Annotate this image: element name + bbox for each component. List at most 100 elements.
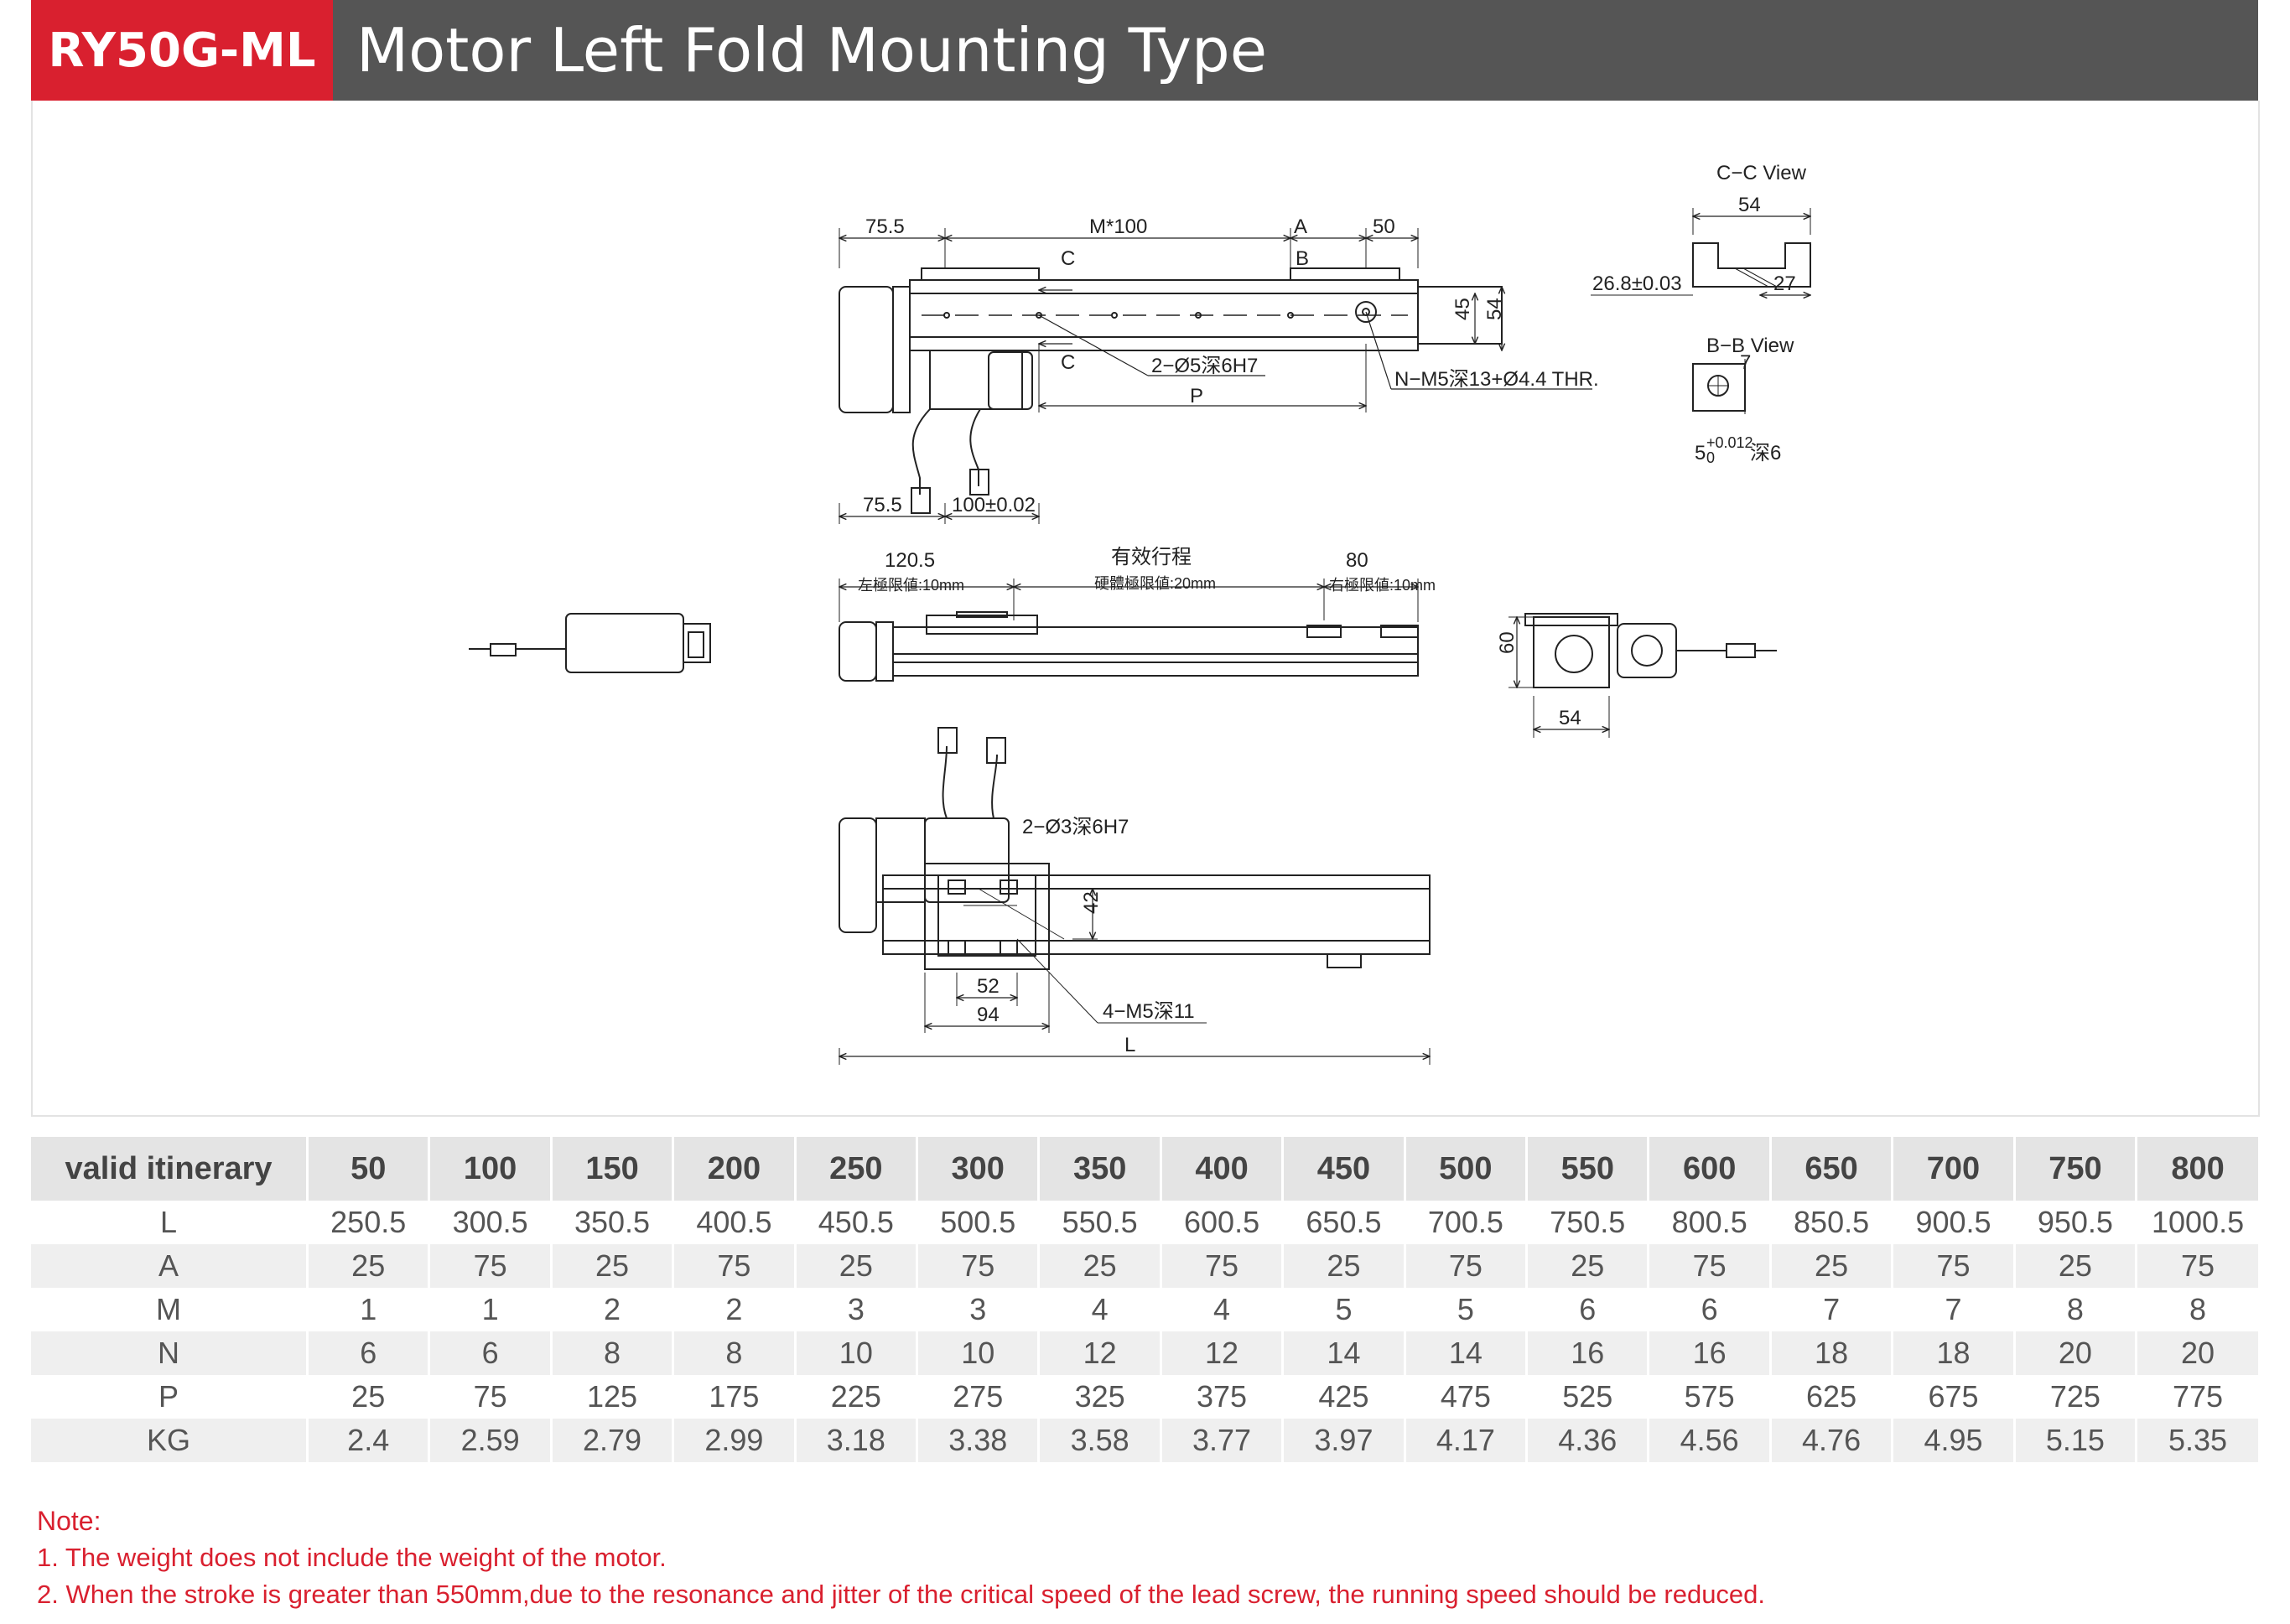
header-stroke: 650 (1768, 1137, 1893, 1201)
bottom-dim-42: 42 (1080, 891, 1103, 914)
bottom-dim-52: 52 (977, 975, 1000, 998)
table-cell: 75 (428, 1244, 552, 1288)
table-cell: 20 (2012, 1331, 2137, 1375)
table-cell: 425 (1281, 1375, 1405, 1419)
bb-dim-hole: 5 (1695, 442, 1706, 464)
table-cell: 12 (1159, 1331, 1283, 1375)
header-stroke: 500 (1403, 1137, 1527, 1201)
table-cell: 2.99 (672, 1419, 796, 1462)
bb-dim-7: 7 (1740, 351, 1751, 374)
table-cell: 25 (1281, 1244, 1405, 1288)
dim-m: M*100 (1089, 215, 1147, 238)
table-cell: 650.5 (1281, 1201, 1405, 1244)
dim-54-top: 54 (1483, 298, 1506, 320)
bottom-dim-l: L (1124, 1034, 1135, 1056)
table-cell: 6 (428, 1331, 552, 1375)
table-cell: 20 (2135, 1331, 2258, 1375)
side-dim-right: 80 (1346, 549, 1368, 572)
header-stroke: 50 (305, 1137, 429, 1201)
table-cell: 16 (1647, 1331, 1771, 1375)
table-cell: 2.59 (428, 1419, 552, 1462)
table-cell: 8 (2135, 1288, 2258, 1331)
page-header: RY50G-ML Motor Left Fold Mounting Type (31, 0, 2258, 101)
table-cell: 3.18 (793, 1419, 917, 1462)
header-stroke: 550 (1525, 1137, 1649, 1201)
table-cell: 5.35 (2135, 1419, 2258, 1462)
table-cell: 475 (1403, 1375, 1527, 1419)
side-view (839, 579, 1418, 682)
table-cell: 950.5 (2012, 1201, 2137, 1244)
table-cell: 8 (549, 1331, 673, 1375)
table-cell: 18 (1891, 1331, 2015, 1375)
table-cell: 12 (1037, 1331, 1161, 1375)
table-cell: 25 (1525, 1244, 1649, 1288)
table-cell: 10 (793, 1331, 917, 1375)
side-dim-stroke: 有效行程 (1111, 546, 1192, 568)
header-stroke: 800 (2135, 1137, 2258, 1201)
table-cell: 250.5 (305, 1201, 429, 1244)
header-label: valid itinerary (31, 1137, 308, 1201)
header-stroke: 100 (428, 1137, 552, 1201)
table-cell: 3 (793, 1288, 917, 1331)
end-view-right (1508, 613, 1777, 738)
table-cell: 800.5 (1647, 1201, 1771, 1244)
table-cell: 25 (549, 1244, 673, 1288)
table-cell: 5 (1281, 1288, 1405, 1331)
table-cell: 725 (2012, 1375, 2137, 1419)
page-title: Motor Left Fold Mounting Type (356, 15, 1268, 86)
bb-tol: +0.012 (1706, 434, 1753, 451)
table-cell: 25 (305, 1375, 429, 1419)
thread-note: N−M5深13+Ø4.4 THR. (1394, 368, 1599, 391)
table-cell: 4.56 (1647, 1419, 1771, 1462)
cc-view-title: C−C View (1716, 162, 1807, 184)
table-cell: 450.5 (793, 1201, 917, 1244)
row-label: L (31, 1201, 308, 1244)
model-badge: RY50G-ML (31, 0, 333, 101)
cc-section-view (1591, 208, 1810, 295)
table-cell: 75 (672, 1244, 796, 1288)
table-cell: 75 (1647, 1244, 1771, 1288)
table-cell: 550.5 (1037, 1201, 1161, 1244)
table-cell: 2.79 (549, 1419, 673, 1462)
section-c2-label: C (1061, 351, 1075, 374)
table-cell: 75 (1403, 1244, 1527, 1288)
header-stroke: 350 (1037, 1137, 1161, 1201)
table-cell: 4.36 (1525, 1419, 1649, 1462)
table-cell: 3.58 (1037, 1419, 1161, 1462)
table-cell: 325 (1037, 1375, 1161, 1419)
table-cell: 700.5 (1403, 1201, 1527, 1244)
section-b-label: B (1296, 247, 1309, 270)
table-cell: 300.5 (428, 1201, 552, 1244)
table-cell: 25 (1768, 1244, 1893, 1288)
note-line: 1. The weight does not include the weigh… (37, 1543, 667, 1572)
header-stroke: 600 (1647, 1137, 1771, 1201)
table-cell: 10 (916, 1331, 1039, 1375)
table-cell: 3.97 (1281, 1419, 1405, 1462)
header-stroke: 700 (1891, 1137, 2015, 1201)
table-cell: 5.15 (2012, 1419, 2137, 1462)
table-cell: 525 (1525, 1375, 1649, 1419)
cc-dim-27: 27 (1773, 272, 1796, 295)
table-cell: 8 (2012, 1288, 2137, 1331)
header-stroke: 200 (672, 1137, 796, 1201)
spec-table: valid itinerary 50 100 150 200 250 300 3… (31, 1137, 2258, 1462)
hard-limit: 硬體極限値:20mm (1094, 575, 1216, 592)
table-cell: 18 (1768, 1331, 1893, 1375)
table-cell: 7 (1768, 1288, 1893, 1331)
table-cell: 775 (2135, 1375, 2258, 1419)
table-cell: 2 (672, 1288, 796, 1331)
bb-view-title: B−B View (1706, 335, 1794, 357)
dim-p: P (1190, 385, 1203, 407)
table-cell: 350.5 (549, 1201, 673, 1244)
table-cell: 3.38 (916, 1419, 1039, 1462)
table-cell: 25 (2012, 1244, 2137, 1288)
table-cell: 5 (1403, 1288, 1527, 1331)
bottom-dim-94: 94 (977, 1004, 1000, 1026)
table-cell: 4.76 (1768, 1419, 1893, 1462)
